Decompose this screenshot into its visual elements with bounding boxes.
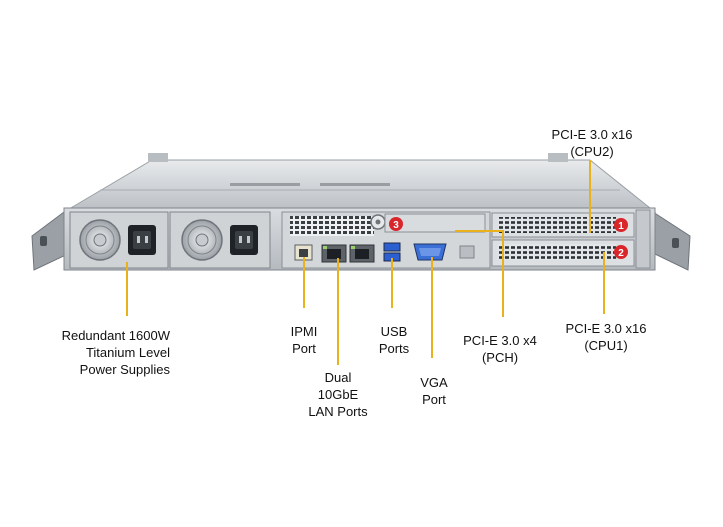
label-vga-line-1: VGA <box>420 375 448 390</box>
label-ipmi-line-1: IPMI <box>290 324 318 339</box>
label-pcie-x16-cpu2: PCI-E 3.0 x16 (CPU2) <box>542 126 642 160</box>
label-usb-line-1: USB <box>380 324 408 339</box>
label-vga-port: VGA Port <box>408 374 460 408</box>
label-pcie-cpu2-line-1: PCI-E 3.0 x16 <box>551 127 633 142</box>
callout-lines <box>126 160 605 365</box>
ipmi-port <box>294 244 313 261</box>
pcie-x16-slot-cpu1 <box>491 239 635 267</box>
label-usb-ports: USB Ports <box>368 323 420 357</box>
power-supply-1 <box>69 211 169 269</box>
label-lan-line-1: Dual <box>324 370 352 385</box>
slot-badge-3: 3 <box>389 217 403 231</box>
label-pcie-cpu1-line-2: (CPU1) <box>584 338 628 353</box>
right-rack-ear <box>652 211 691 271</box>
label-pcie-cpu2-line-2: (CPU2) <box>570 144 614 159</box>
slot-badge-1: 1 <box>614 218 628 232</box>
label-vga-line-2: Port <box>422 392 446 407</box>
label-ipmi-port: IPMI Port <box>280 323 328 357</box>
pcie-x16-slot-cpu2 <box>491 212 635 238</box>
label-lan-line-2: 10GbE <box>317 387 359 402</box>
slot-badge-text: 2 <box>618 248 624 259</box>
slot-badge-text: 1 <box>618 221 624 232</box>
vga-port <box>413 243 447 261</box>
chassis-top <box>62 153 657 213</box>
label-pcie-cpu1-line-1: PCI-E 3.0 x16 <box>565 321 647 336</box>
slot-badge-text: 3 <box>393 220 399 231</box>
callout-line-pcie-x4 <box>455 230 504 317</box>
power-supply-2 <box>169 211 271 269</box>
usb-port-icon <box>383 242 401 252</box>
pcie-x4-slot <box>384 213 486 233</box>
label-pcie-x4-line-2: (PCH) <box>481 350 519 365</box>
left-rack-ear <box>31 211 69 271</box>
label-pcie-x4-pch: PCI-E 3.0 x4 (PCH) <box>452 332 548 366</box>
label-psu-line-2: Titanium Level <box>85 345 170 360</box>
label-lan-ports: Dual 10GbE LAN Ports <box>300 369 376 420</box>
label-psu-line-3: Power Supplies <box>79 362 170 377</box>
slot-badge-2: 2 <box>614 245 628 259</box>
label-lan-line-3: LAN Ports <box>308 404 368 419</box>
label-ipmi-line-2: Port <box>292 341 316 356</box>
label-pcie-x4-line-1: PCI-E 3.0 x4 <box>463 333 537 348</box>
label-power-supplies: Redundant 1600W Titanium Level Power Sup… <box>40 327 170 378</box>
label-psu-line-1: Redundant 1600W <box>61 328 170 343</box>
lan-port-2 <box>349 244 375 263</box>
lan-port-1 <box>321 244 347 263</box>
label-usb-line-2: Ports <box>378 341 410 356</box>
label-pcie-x16-cpu1: PCI-E 3.0 x16 (CPU1) <box>556 320 656 354</box>
